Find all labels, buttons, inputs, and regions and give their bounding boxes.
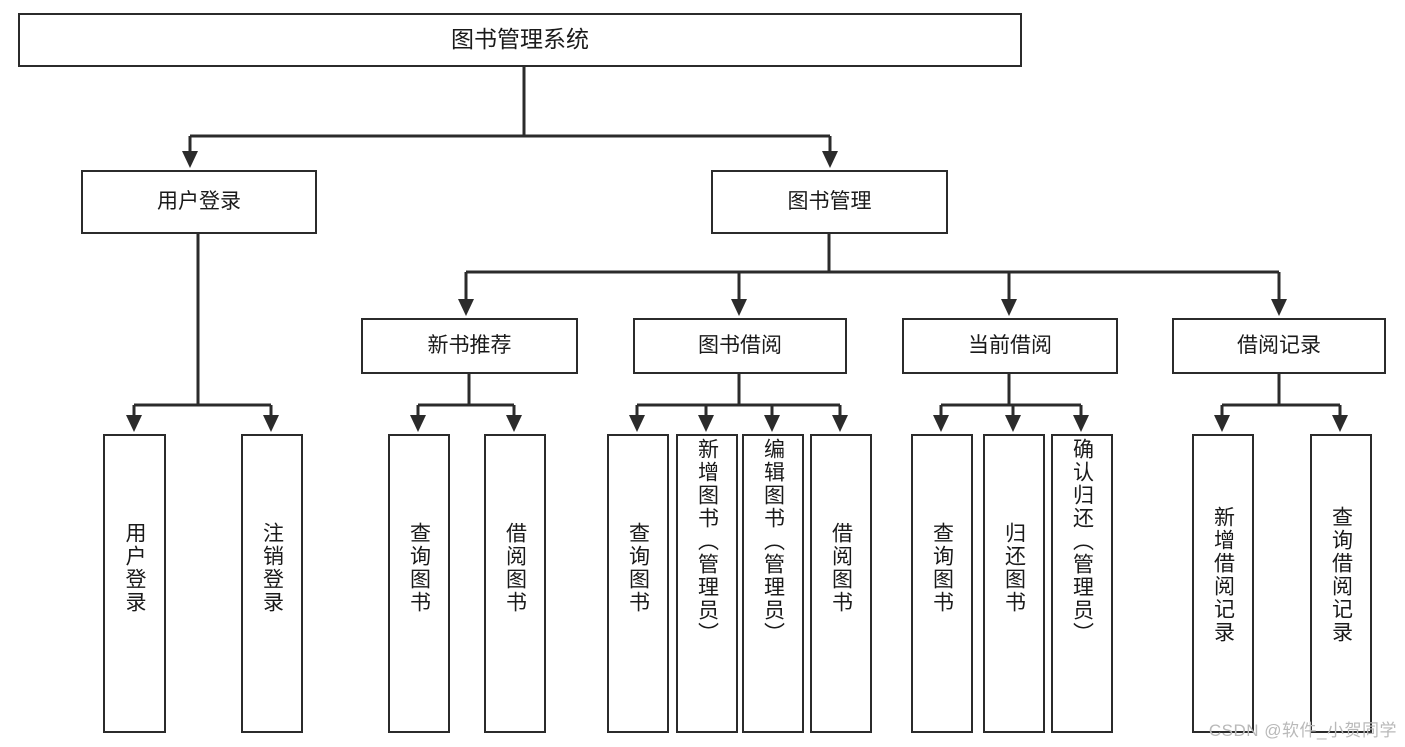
- conn-current-borrow-arrowhead-0: [933, 415, 949, 432]
- node-borrow-record[interactable]: 借阅记录: [1172, 318, 1386, 374]
- conn-book-borrow-arrowhead-0: [629, 415, 645, 432]
- node-label: 查询图书: [407, 522, 431, 614]
- node-label: 用户登录: [123, 522, 146, 614]
- node-label: 用户登录: [157, 189, 241, 213]
- conn-root-arrowhead-1: [822, 151, 838, 168]
- node-leaf-borrow-book-1[interactable]: 借阅图书: [484, 434, 546, 733]
- node-leaf-borrow-book-2[interactable]: 借阅图书: [810, 434, 872, 733]
- node-label: 图书借阅: [698, 333, 782, 357]
- node-label: 新增图书（管理员）: [695, 438, 719, 645]
- node-book-manage[interactable]: 图书管理: [711, 170, 948, 234]
- node-leaf-confirm-return[interactable]: 确认归还（管理员）: [1051, 434, 1113, 733]
- conn-book-borrow-arrowhead-3: [832, 415, 848, 432]
- node-label: 新书推荐: [427, 333, 512, 357]
- conn-book-manage-arrowhead-1: [731, 299, 747, 316]
- node-root[interactable]: 图书管理系统: [18, 13, 1022, 67]
- node-label: 图书管理: [787, 189, 872, 213]
- watermark-text: CSDN @软件_小贺同学: [1208, 721, 1397, 740]
- conn-book-manage-arrowhead-3: [1271, 299, 1287, 316]
- conn-user-login-arrowhead-0: [126, 415, 142, 432]
- connector-layer: [126, 67, 1348, 432]
- node-label: 查询图书: [930, 522, 954, 614]
- node-label: 确认归还（管理员）: [1070, 438, 1094, 645]
- node-leaf-query-book-1[interactable]: 查询图书: [388, 434, 450, 733]
- conn-root-arrowhead-0: [182, 151, 198, 168]
- node-label: 编辑图书（管理员）: [761, 438, 785, 645]
- conn-new-book-arrowhead-1: [506, 415, 522, 432]
- conn-book-manage-arrowhead-2: [1001, 299, 1017, 316]
- node-leaf-logout[interactable]: 注销登录: [241, 434, 303, 733]
- node-label: 借阅记录: [1237, 333, 1321, 357]
- node-leaf-edit-book[interactable]: 编辑图书（管理员）: [742, 434, 804, 733]
- node-label: 新增借阅记录: [1211, 506, 1235, 644]
- node-label: 图书管理系统: [451, 26, 589, 53]
- conn-book-borrow-arrowhead-2: [764, 415, 780, 432]
- conn-book-borrow-arrowhead-1: [698, 415, 714, 432]
- node-leaf-query-book-3[interactable]: 查询图书: [911, 434, 973, 733]
- node-label: 注销登录: [260, 522, 284, 614]
- conn-borrow-record-arrowhead-0: [1214, 415, 1230, 432]
- node-label: 当前借阅: [968, 333, 1052, 357]
- node-label: 借阅图书: [829, 522, 853, 614]
- conn-borrow-record-arrowhead-1: [1332, 415, 1348, 432]
- node-new-book-recommend[interactable]: 新书推荐: [361, 318, 578, 374]
- node-leaf-return-book[interactable]: 归还图书: [983, 434, 1045, 733]
- node-leaf-user-login[interactable]: 用户登录: [103, 434, 166, 733]
- conn-current-borrow-arrowhead-1: [1005, 415, 1021, 432]
- node-leaf-query-book-2[interactable]: 查询图书: [607, 434, 669, 733]
- node-label: 归还图书: [1002, 522, 1026, 614]
- conn-new-book-arrowhead-0: [410, 415, 426, 432]
- node-label: 查询借阅记录: [1329, 506, 1353, 644]
- node-leaf-query-record[interactable]: 查询借阅记录: [1310, 434, 1372, 733]
- node-leaf-add-record[interactable]: 新增借阅记录: [1192, 434, 1254, 733]
- node-leaf-add-book[interactable]: 新增图书（管理员）: [676, 434, 738, 733]
- node-label: 查询图书: [626, 522, 650, 614]
- conn-current-borrow-arrowhead-2: [1073, 415, 1089, 432]
- node-book-borrow[interactable]: 图书借阅: [633, 318, 847, 374]
- node-label: 借阅图书: [503, 522, 527, 614]
- node-current-borrow[interactable]: 当前借阅: [902, 318, 1118, 374]
- conn-user-login-arrowhead-1: [263, 415, 279, 432]
- node-user-login[interactable]: 用户登录: [81, 170, 317, 234]
- conn-book-manage-arrowhead-0: [458, 299, 474, 316]
